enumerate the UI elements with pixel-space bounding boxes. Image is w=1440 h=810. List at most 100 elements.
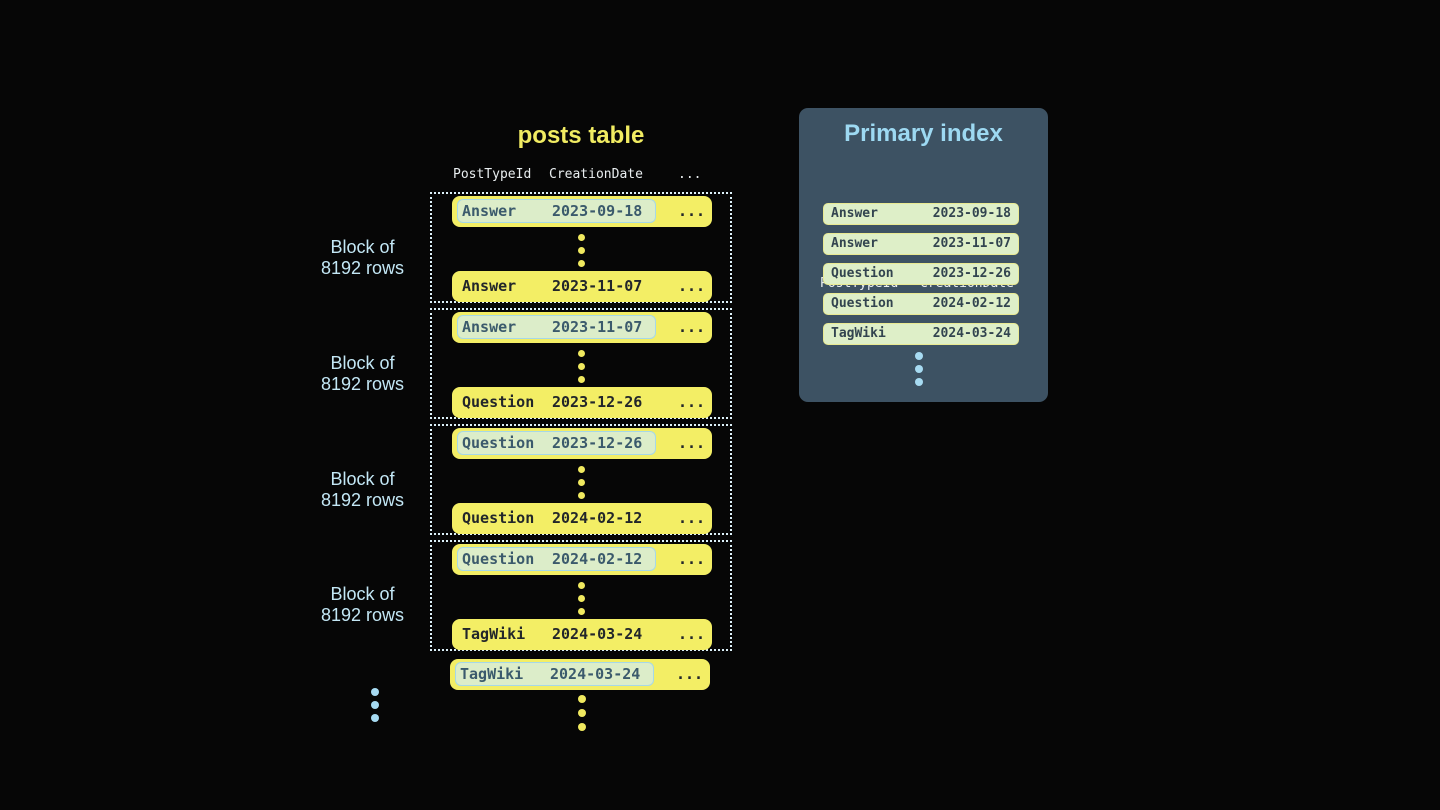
- dot: [915, 378, 923, 386]
- cell-posttypeid: Question: [831, 266, 894, 281]
- dot: [578, 466, 585, 473]
- cell-creationdate: 2024-03-24: [552, 625, 643, 643]
- dot: [578, 479, 585, 486]
- table-row-block1-last: Answer 2023-11-07 ...: [452, 271, 712, 302]
- cell-more: ...: [678, 434, 706, 452]
- cell-creationdate: 2024-03-24: [550, 665, 641, 683]
- block-label-line1: Block of: [330, 353, 395, 373]
- cell-posttypeid: TagWiki: [831, 326, 886, 341]
- dot: [578, 260, 585, 267]
- cell-posttypeid: Answer: [462, 318, 517, 336]
- table-block-4: Question 2024-02-12 ... TagWiki 2024-03-…: [430, 540, 732, 651]
- cell-posttypeid: Question: [462, 434, 535, 452]
- primary-index-panel: Primary index PostTypeId CreationDate An…: [799, 108, 1048, 402]
- cell-creationdate: 2023-09-18: [552, 202, 643, 220]
- cell-creationdate: 2023-12-26: [932, 266, 1011, 281]
- block-label-line1: Block of: [330, 469, 395, 489]
- cell-more: ...: [678, 318, 706, 336]
- cell-posttypeid: Answer: [831, 206, 878, 221]
- cell-more: ...: [678, 550, 706, 568]
- more-blocks-dots-vertical: [371, 688, 379, 722]
- dot: [371, 701, 379, 709]
- index-row-1: Answer 2023-09-18: [823, 203, 1019, 225]
- block-label-line2: 8192 rows: [320, 490, 405, 510]
- dot: [578, 723, 586, 731]
- cell-creationdate: 2024-02-12: [552, 550, 643, 568]
- cell-posttypeid: TagWiki: [460, 665, 524, 683]
- column-header-more: ...: [678, 167, 702, 182]
- dot: [578, 492, 585, 499]
- block-label-line2: 8192 rows: [320, 258, 405, 278]
- block-label-1: Block of 8192 rows: [300, 237, 425, 279]
- cell-creationdate: 2024-02-12: [552, 509, 643, 527]
- indexed-row-highlight: [455, 662, 654, 686]
- indexed-row-highlight: [457, 199, 656, 223]
- dot: [578, 582, 585, 589]
- index-row-2: Answer 2023-11-07: [823, 233, 1019, 255]
- table-row-block4-last: TagWiki 2024-03-24 ...: [452, 619, 712, 650]
- ellipsis-dots-vertical: [578, 582, 585, 615]
- block-label-line2: 8192 rows: [320, 605, 405, 625]
- indexed-row-highlight: [457, 547, 656, 571]
- cell-creationdate: 2023-11-07: [552, 318, 643, 336]
- cell-more: ...: [678, 393, 706, 411]
- table-row-block4-first: Question 2024-02-12 ...: [452, 544, 712, 575]
- dot: [371, 714, 379, 722]
- cell-more: ...: [676, 665, 704, 683]
- block-label-2: Block of 8192 rows: [300, 353, 425, 395]
- table-row-block2-last: Question 2023-12-26 ...: [452, 387, 712, 418]
- index-row-4: Question 2024-02-12: [823, 293, 1019, 315]
- block-label-3: Block of 8192 rows: [300, 469, 425, 511]
- cell-creationdate: 2023-12-26: [552, 393, 643, 411]
- column-header-posttypeid: PostTypeId: [453, 167, 532, 182]
- cell-posttypeid: Question: [462, 509, 535, 527]
- posts-table-column-headers: PostTypeId CreationDate ...: [0, 167, 1440, 185]
- cell-creationdate: 2024-03-24: [932, 326, 1011, 341]
- column-header-creationdate: CreationDate: [549, 167, 643, 182]
- dot: [578, 376, 585, 383]
- cell-creationdate: 2023-11-07: [932, 236, 1011, 251]
- cell-posttypeid: Answer: [462, 202, 517, 220]
- dot: [578, 234, 585, 241]
- cell-creationdate: 2023-09-18: [932, 206, 1011, 221]
- cell-posttypeid: Question: [462, 550, 535, 568]
- cell-more: ...: [678, 509, 706, 527]
- dot: [915, 352, 923, 360]
- table-row-block2-first: Answer 2023-11-07 ...: [452, 312, 712, 343]
- block-label-line2: 8192 rows: [320, 374, 405, 394]
- dot: [371, 688, 379, 696]
- table-block-2: Answer 2023-11-07 ... Question 2023-12-2…: [430, 308, 732, 419]
- indexed-row-highlight: [457, 315, 656, 339]
- index-row-3: Question 2023-12-26: [823, 263, 1019, 285]
- cell-posttypeid: Question: [462, 393, 535, 411]
- dot: [578, 363, 585, 370]
- indexed-row-highlight: [457, 431, 656, 455]
- table-row-block3-last: Question 2024-02-12 ...: [452, 503, 712, 534]
- dot: [578, 695, 586, 703]
- primary-index-title: Primary index: [844, 120, 1003, 147]
- cell-more: ...: [678, 625, 706, 643]
- posts-table-title: posts table: [517, 122, 645, 149]
- dot: [578, 350, 585, 357]
- cell-posttypeid: Answer: [462, 277, 517, 295]
- ellipsis-dots-vertical: [915, 352, 923, 386]
- dot: [578, 709, 586, 717]
- table-row-block3-first: Question 2023-12-26 ...: [452, 428, 712, 459]
- cell-more: ...: [678, 277, 706, 295]
- ellipsis-dots-vertical: [578, 350, 585, 383]
- cell-more: ...: [678, 202, 706, 220]
- cell-creationdate: 2024-02-12: [932, 296, 1011, 311]
- table-row-block1-first: Answer 2023-09-18 ...: [452, 196, 712, 227]
- cell-posttypeid: Answer: [831, 236, 878, 251]
- index-row-5: TagWiki 2024-03-24: [823, 323, 1019, 345]
- block-label-4: Block of 8192 rows: [300, 584, 425, 626]
- table-block-1: Answer 2023-09-18 ... Answer 2023-11-07 …: [430, 192, 732, 303]
- cell-creationdate: 2023-11-07: [552, 277, 643, 295]
- table-row-overflow: TagWiki 2024-03-24 ...: [450, 659, 710, 690]
- ellipsis-dots-vertical: [578, 234, 585, 267]
- block-label-line1: Block of: [330, 237, 395, 257]
- dot: [578, 595, 585, 602]
- cell-posttypeid: Question: [831, 296, 894, 311]
- ellipsis-dots-vertical: [578, 466, 585, 499]
